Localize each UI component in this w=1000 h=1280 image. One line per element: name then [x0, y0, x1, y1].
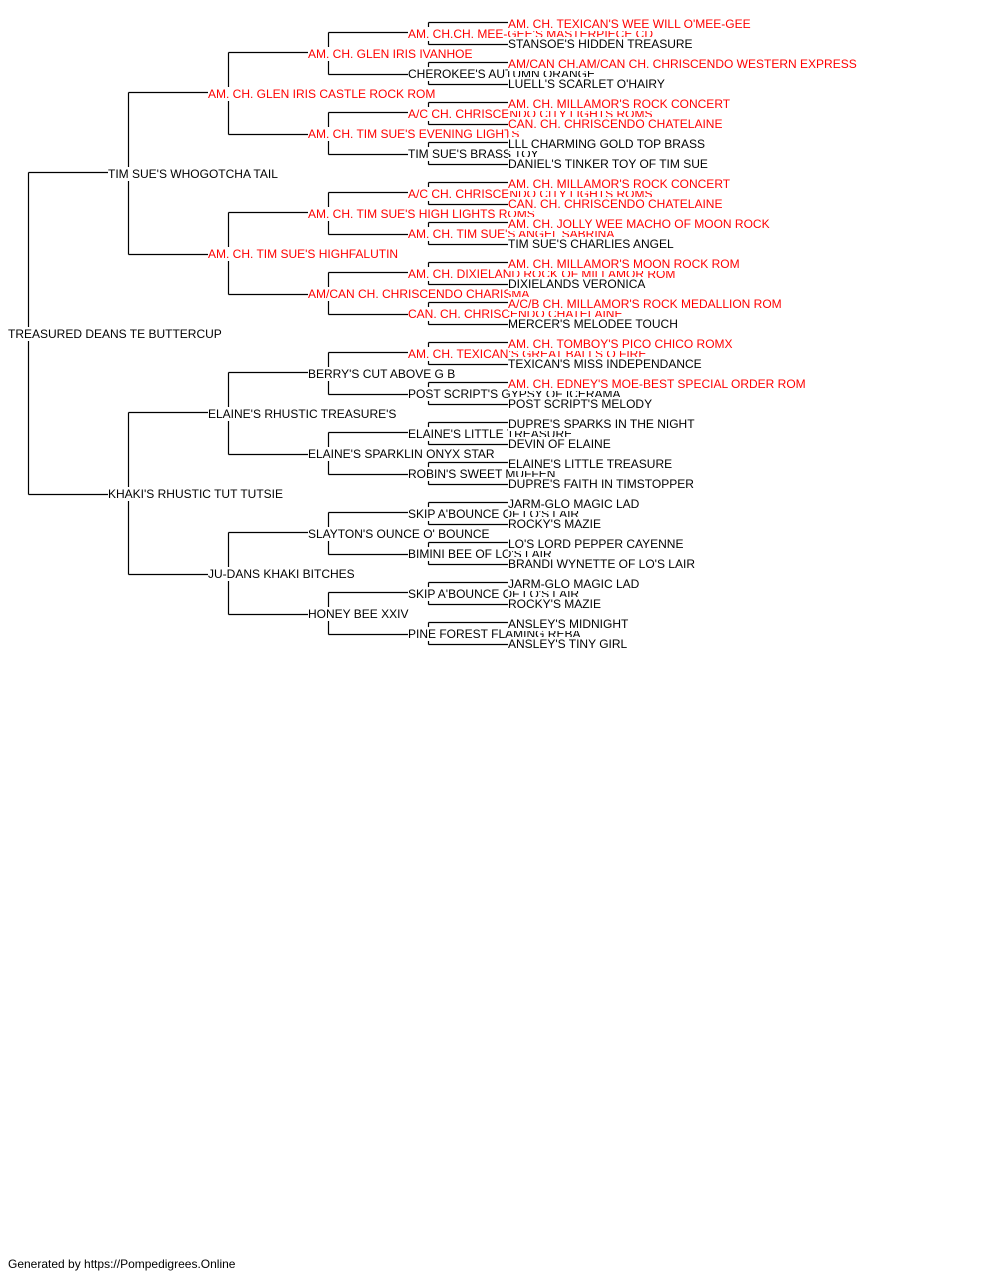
great-grandparent-name: SLAYTON'S OUNCE O' BOUNCE	[308, 527, 492, 541]
great-grandparent-name: AM. CH. GLEN IRIS IVANHOE	[308, 47, 475, 61]
ggg-grandparent-name: TEXICAN'S MISS INDEPENDANCE	[508, 357, 704, 371]
ggg-grandparent-name: A/C/B CH. MILLAMOR'S ROCK MEDALLION ROM	[508, 297, 784, 311]
parent-name: KHAKI'S RHUSTIC TUT TUTSIE	[108, 487, 285, 501]
great-grandparent-name: BERRY'S CUT ABOVE G B	[308, 367, 458, 381]
parent-name: TIM SUE'S WHOGOTCHA TAIL	[108, 167, 280, 181]
ggg-grandparent-name: CAN. CH. CHRISCENDO CHATELAINE	[508, 197, 725, 211]
grandparent-name: AM. CH. GLEN IRIS CASTLE ROCK ROM	[208, 87, 438, 101]
ggg-grandparent-name: AM. CH. JOLLY WEE MACHO OF MOON ROCK	[508, 217, 772, 231]
ggg-grandparent-name: JARM-GLO MAGIC LAD	[508, 577, 642, 591]
ggg-grandparent-name: MERCER'S MELODEE TOUCH	[508, 317, 680, 331]
great-grandparent-name: HONEY BEE XXIV	[308, 607, 411, 621]
ggg-grandparent-name: ROCKY'S MAZIE	[508, 517, 603, 531]
ggg-grandparent-name: ANSLEY'S TINY GIRL	[508, 637, 630, 651]
ggg-grandparent-name: ELAINE'S LITTLE TREASURE	[508, 457, 675, 471]
ggg-grandparent-name: AM. CH. MILLAMOR'S ROCK CONCERT	[508, 97, 733, 111]
ggg-grandparent-name: DANIEL'S TINKER TOY OF TIM SUE	[508, 157, 710, 171]
great-grandparent-name: ELAINE'S SPARKLIN ONYX STAR	[308, 447, 497, 461]
ggg-grandparent-name: AM. CH. MILLAMOR'S ROCK CONCERT	[508, 177, 733, 191]
ggg-grandparent-name: TIM SUE'S CHARLIES ANGEL	[508, 237, 676, 251]
ggg-grandparent-name: DIXIELANDS VERONICA	[508, 277, 648, 291]
generated-by-footer: Generated by https://Pompedigrees.Online	[8, 1257, 236, 1271]
great-grandparent-name: AM/CAN CH. CHRISCENDO CHARISMA	[308, 287, 532, 301]
ggg-grandparent-name: AM. CH. TOMBOY'S PICO CHICO ROMX	[508, 337, 735, 351]
ggg-grandparent-name: AM. CH. EDNEY'S MOE-BEST SPECIAL ORDER R…	[508, 377, 808, 391]
ggg-grandparent-name: LO'S LORD PEPPER CAYENNE	[508, 537, 686, 551]
ggg-grandparent-name: AM/CAN CH.AM/CAN CH. CHRISCENDO WESTERN …	[508, 57, 859, 71]
ggg-grandparent-name: DUPRE'S FAITH IN TIMSTOPPER	[508, 477, 696, 491]
grandparent-name: JU-DANS KHAKI BITCHES	[208, 567, 357, 581]
ggg-grandparent-name: POST SCRIPT'S MELODY	[508, 397, 655, 411]
ggg-grandparent-name: JARM-GLO MAGIC LAD	[508, 497, 642, 511]
ggg-grandparent-name: STANSOE'S HIDDEN TREASURE	[508, 37, 695, 51]
ggg-grandparent-name: AM. CH. MILLAMOR'S MOON ROCK ROM	[508, 257, 742, 271]
great-grandparent-name: AM. CH. TIM SUE'S EVENING LIGHTS	[308, 127, 522, 141]
ggg-grandparent-name: DUPRE'S SPARKS IN THE NIGHT	[508, 417, 697, 431]
gg-grandparent-name: TIM SUE'S BRASS TOY	[408, 147, 541, 161]
ggg-grandparent-name: DEVIN OF ELAINE	[508, 437, 613, 451]
great-grandparent-name: AM. CH. TIM SUE'S HIGH LIGHTS ROMS	[308, 207, 537, 221]
grandparent-name: ELAINE'S RHUSTIC TREASURE'S	[208, 407, 399, 421]
ggg-grandparent-name: ROCKY'S MAZIE	[508, 597, 603, 611]
ggg-grandparent-name: CAN. CH. CHRISCENDO CHATELAINE	[508, 117, 725, 131]
ggg-grandparent-name: AM. CH. TEXICAN'S WEE WILL O'MEE-GEE	[508, 17, 753, 31]
ggg-grandparent-name: BRANDI WYNETTE OF LO'S LAIR	[508, 557, 697, 571]
subject-name: TREASURED DEANS TE BUTTERCUP	[8, 327, 224, 341]
ggg-grandparent-name: LLL CHARMING GOLD TOP BRASS	[508, 137, 707, 151]
grandparent-name: AM. CH. TIM SUE'S HIGHFALUTIN	[208, 247, 401, 261]
ggg-grandparent-name: LUELL'S SCARLET O'HAIRY	[508, 77, 667, 91]
ggg-grandparent-name: ANSLEY'S MIDNIGHT	[508, 617, 631, 631]
